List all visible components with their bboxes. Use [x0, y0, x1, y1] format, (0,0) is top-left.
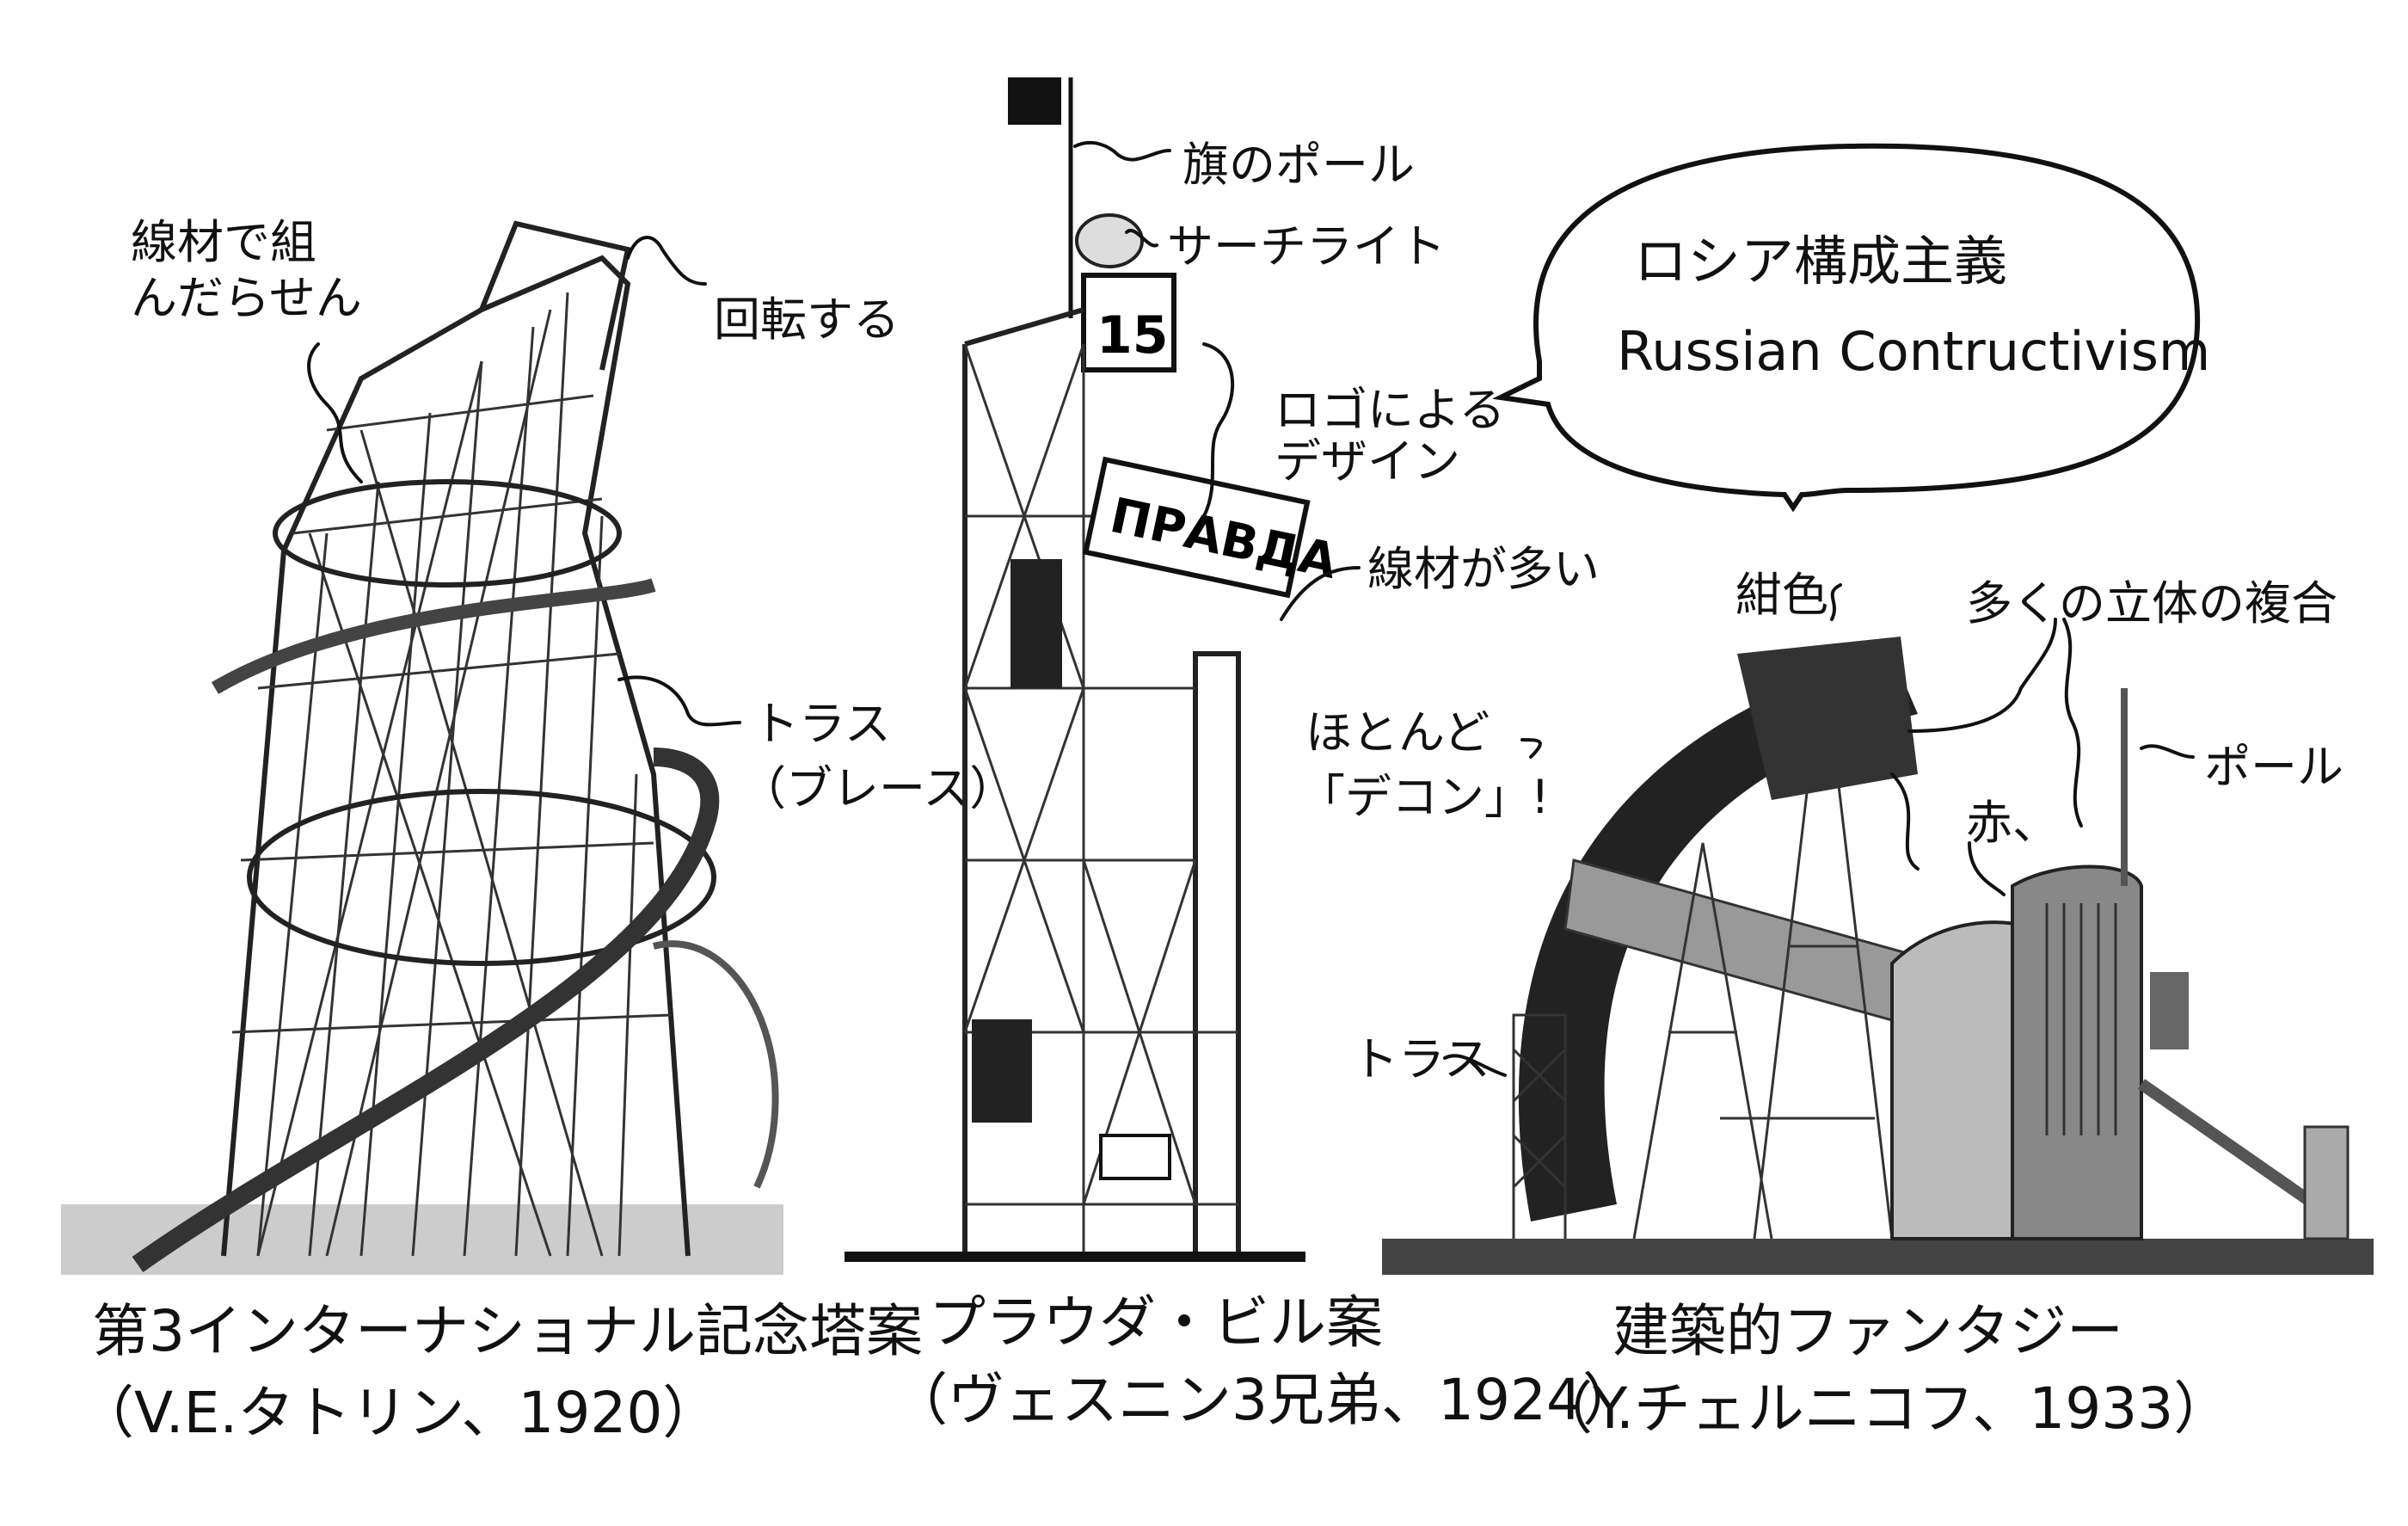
annotation-rotate: 回転する	[714, 292, 900, 347]
leader-line	[626, 236, 707, 286]
elevator-cabin	[1010, 559, 1062, 688]
annotation-decon: ほとんど	[1305, 705, 1490, 760]
annotation-truss: トラス	[1352, 1032, 1490, 1086]
leader-line	[307, 342, 363, 483]
annotation-spiral: 線材で組	[131, 215, 316, 269]
small-tower	[2303, 1125, 2350, 1240]
clock-sign	[1081, 273, 1176, 372]
annotation-spiral: んだらせん	[131, 271, 362, 325]
svg-text:15: 15	[1096, 305, 1169, 366]
leader-line	[1125, 228, 1158, 248]
side-block	[2150, 972, 2189, 1049]
leader-line	[1443, 1054, 1507, 1077]
credit-tatlin: （V.E.タトリン、1920）	[77, 1380, 719, 1446]
annotation-truss: （ブレース）	[740, 761, 1016, 815]
caption-chernikhov: 建築的ファンタジー	[1612, 1298, 2123, 1364]
annotation-searchlight: サーチライト	[1167, 219, 1446, 274]
ground	[845, 1252, 1305, 1262]
leader-line	[2140, 744, 2195, 759]
chernikhov-fantasy-drawing	[1382, 637, 2374, 1275]
leader-line	[1073, 140, 1171, 162]
navy-block	[1737, 637, 1918, 800]
annotation-navy: 紺色	[1735, 568, 1828, 622]
credit-chernikhov: （Y.チェルニコフ、1933）	[1536, 1375, 2230, 1442]
leader-line	[617, 675, 741, 727]
leader-line	[1280, 566, 1361, 621]
annotation-red: 赤、	[1966, 796, 2059, 850]
annotation-flag-pole: 旗のポール	[1182, 138, 1415, 192]
caption-pravda: プラウダ・ビル案	[929, 1289, 1383, 1356]
tall-cylinder	[2011, 865, 2143, 1240]
pravda-sign-small	[1099, 1134, 1171, 1180]
annotation-pole: ポール	[2204, 740, 2344, 794]
leader-line	[1907, 618, 2057, 733]
annotation-logo: デザイン	[1275, 434, 1460, 489]
pravda-building-drawing: 15 ПРАВДА	[845, 77, 1342, 1262]
speech-bubble: ロシア構成主義 Russian Contructivism	[1491, 143, 2210, 513]
leader-line	[1890, 772, 2006, 896]
bubble-title-ja: ロシア構成主義	[1634, 230, 2007, 292]
leader-line	[2062, 618, 2083, 828]
annotation-decon: 「デコン」!	[1299, 770, 1550, 824]
leader-line	[1830, 583, 1842, 621]
credit-pravda: （ヴェスニン3兄弟、1924）	[891, 1367, 1639, 1433]
leader-line	[1520, 738, 1542, 759]
elevator-cabin	[972, 1019, 1032, 1123]
flag	[1008, 77, 1061, 125]
annotation-composite: 多くの立体の複合	[1966, 576, 2337, 631]
annotation-logo: ロゴによる	[1275, 383, 1505, 437]
bubble-title-en: Russian Contructivism	[1617, 320, 2210, 383]
annotation-many-members: 線材が多い	[1367, 542, 1600, 596]
leader-line	[1202, 342, 1235, 518]
caption-tatlin: 第3インターナショナル記念塔案	[92, 1298, 923, 1364]
pravda-sign	[1082, 456, 1311, 599]
searchlight	[1075, 213, 1144, 268]
annotation-truss: トラス	[752, 697, 891, 751]
tatlin-tower-drawing	[61, 220, 783, 1275]
ground	[1382, 1239, 2374, 1275]
